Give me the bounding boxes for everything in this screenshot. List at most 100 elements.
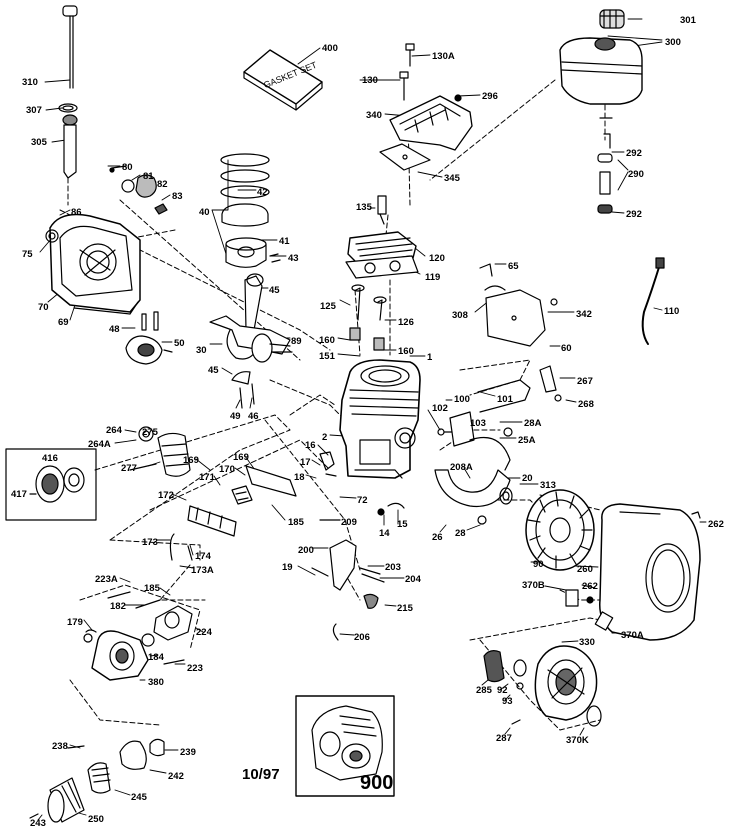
part-label-50: 50: [174, 338, 185, 349]
air-guide: [434, 427, 513, 525]
part-label-43: 43: [288, 253, 299, 264]
part-label-342: 342: [576, 309, 592, 320]
control-bracket: [379, 43, 473, 171]
part-label-30: 30: [196, 345, 207, 356]
part-label-26: 26: [432, 532, 443, 543]
part-label-135: 135: [356, 202, 372, 213]
part-label-340: 340: [366, 110, 382, 121]
part-label-45b: 45: [208, 365, 219, 376]
part-label-65: 65: [508, 261, 519, 272]
part-label-60: 60: [561, 343, 572, 354]
dipstick-parts: [58, 5, 78, 179]
part-label-400: 400: [322, 43, 338, 54]
inset-box-900: [295, 695, 395, 797]
carburetor: [83, 591, 193, 681]
part-label-72: 72: [357, 495, 368, 506]
blower-housing: [565, 503, 701, 641]
inset-engine-label: 900: [360, 772, 394, 794]
part-label-89: 89: [291, 336, 302, 347]
part-label-19: 19: [282, 562, 293, 573]
part-label-119: 119: [425, 272, 441, 283]
part-label-110: 110: [664, 306, 680, 317]
part-label-169a: 169: [233, 452, 249, 463]
part-label-300: 300: [665, 37, 681, 48]
part-label-28: 28: [455, 528, 466, 539]
part-label-173A: 173A: [191, 565, 214, 576]
part-label-307: 307: [26, 105, 42, 116]
part-label-173: 173: [142, 537, 158, 548]
part-label-416: 416: [42, 453, 58, 464]
governor-linkage: [311, 502, 405, 641]
part-label-264: 264: [106, 425, 122, 436]
part-label-204: 204: [405, 574, 421, 585]
part-label-14: 14: [379, 528, 390, 539]
part-label-185a: 185: [288, 517, 304, 528]
part-label-70: 70: [38, 302, 49, 313]
part-label-330: 330: [579, 637, 595, 648]
part-label-1: 1: [427, 352, 433, 363]
part-label-130A: 130A: [432, 51, 455, 62]
date-code: 10/97: [242, 766, 280, 783]
part-label-20: 20: [522, 473, 533, 484]
part-label-345: 345: [444, 173, 460, 184]
part-label-224: 224: [196, 627, 212, 638]
part-label-160a: 160: [319, 335, 335, 346]
part-label-101: 101: [497, 394, 513, 405]
part-label-16: 16: [305, 440, 316, 451]
part-label-80: 80: [122, 162, 133, 173]
gasket-set-box: [243, 49, 323, 111]
part-label-28A: 28A: [524, 418, 542, 429]
part-label-285: 285: [476, 685, 492, 696]
part-label-151: 151: [319, 351, 335, 362]
part-label-223A: 223A: [95, 574, 118, 585]
recoil-starter: [483, 645, 602, 727]
part-label-417: 417: [11, 489, 27, 500]
part-label-268: 268: [578, 399, 594, 410]
part-label-160b: 160: [398, 346, 414, 357]
fuel-tank: [559, 9, 643, 214]
part-label-305: 305: [31, 137, 47, 148]
part-label-242: 242: [168, 771, 184, 782]
part-label-40: 40: [199, 207, 210, 218]
part-label-238: 238: [52, 741, 68, 752]
part-label-102: 102: [432, 403, 448, 414]
part-label-308: 308: [452, 310, 468, 321]
bracket-60: [479, 263, 562, 402]
part-label-83: 83: [172, 191, 183, 202]
part-label-171: 171: [199, 472, 215, 483]
part-label-208A: 208A: [450, 462, 473, 473]
part-label-250: 250: [88, 814, 104, 825]
part-label-41: 41: [279, 236, 290, 247]
part-label-92: 92: [497, 685, 508, 696]
part-label-296: 296: [482, 91, 498, 102]
part-label-45a: 45: [269, 285, 280, 296]
part-label-170: 170: [219, 464, 235, 475]
part-label-275: 275: [142, 427, 158, 438]
part-label-264A: 264A: [88, 439, 111, 450]
part-label-292b: 292: [626, 209, 642, 220]
part-label-182: 182: [110, 601, 126, 612]
cylinder-head: [345, 195, 419, 351]
part-label-125: 125: [320, 301, 336, 312]
part-label-245: 245: [131, 792, 147, 803]
starter-cup-parts: [29, 738, 165, 823]
flywheel: [499, 487, 595, 571]
part-label-223: 223: [187, 663, 203, 674]
part-label-215: 215: [397, 603, 413, 614]
part-label-18: 18: [294, 472, 305, 483]
part-label-100: 100: [454, 394, 470, 405]
part-label-203: 203: [385, 562, 401, 573]
part-label-262b: 262: [582, 581, 598, 592]
part-label-17: 17: [300, 457, 311, 468]
ignition-module: [437, 379, 531, 447]
part-label-370K: 370K: [566, 735, 589, 746]
part-label-25A: 25A: [518, 435, 536, 446]
part-label-290: 290: [628, 169, 644, 180]
part-label-380: 380: [148, 677, 164, 688]
part-label-15: 15: [397, 519, 408, 530]
part-label-239: 239: [180, 747, 196, 758]
inset-box-416-417: [5, 448, 97, 521]
fuel-line: [641, 257, 665, 345]
part-label-287: 287: [496, 733, 512, 744]
